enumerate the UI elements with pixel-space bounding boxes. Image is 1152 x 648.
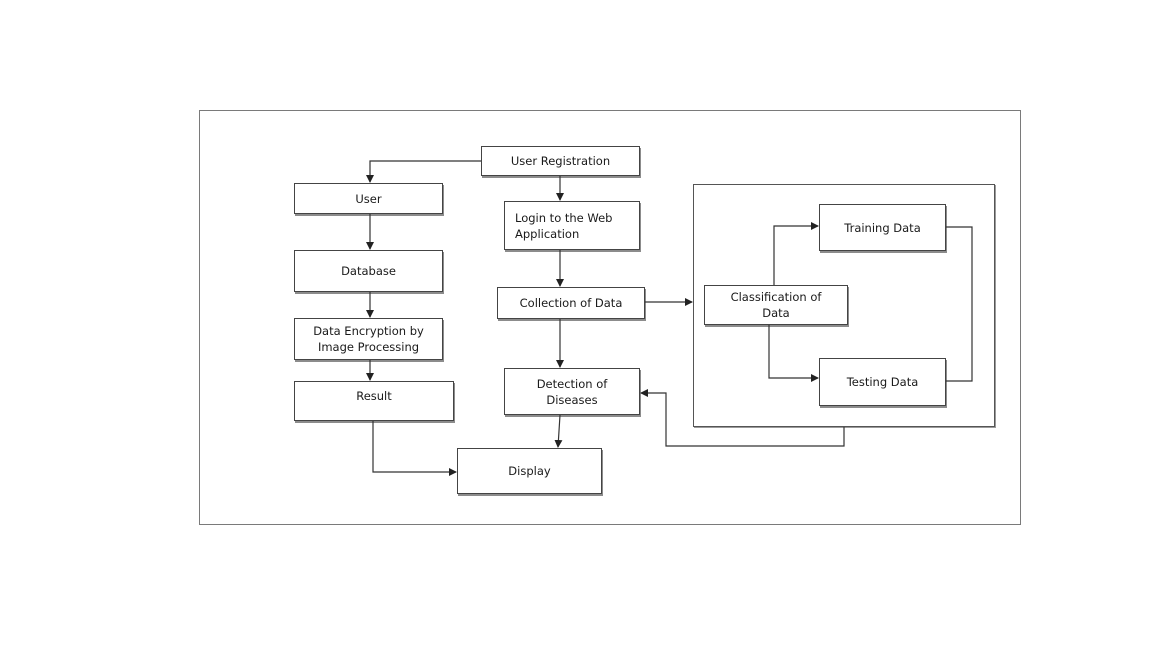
node-testing-data: Testing Data bbox=[819, 358, 946, 406]
node-login: Login to the Web Application bbox=[504, 201, 640, 250]
node-detection-of-diseases: Detection of Diseases bbox=[504, 368, 640, 415]
node-collection-of-data: Collection of Data bbox=[497, 287, 645, 319]
node-display: Display bbox=[457, 448, 602, 494]
diagram-frame bbox=[199, 110, 1021, 525]
node-user-registration: User Registration bbox=[481, 146, 640, 176]
node-user: User bbox=[294, 183, 443, 214]
node-database: Database bbox=[294, 250, 443, 292]
node-result: Result bbox=[294, 381, 454, 421]
node-data-encryption: Data Encryption by Image Processing bbox=[294, 318, 443, 360]
node-training-data: Training Data bbox=[819, 204, 946, 251]
node-classification-of-data: Classification of Data bbox=[704, 285, 848, 325]
